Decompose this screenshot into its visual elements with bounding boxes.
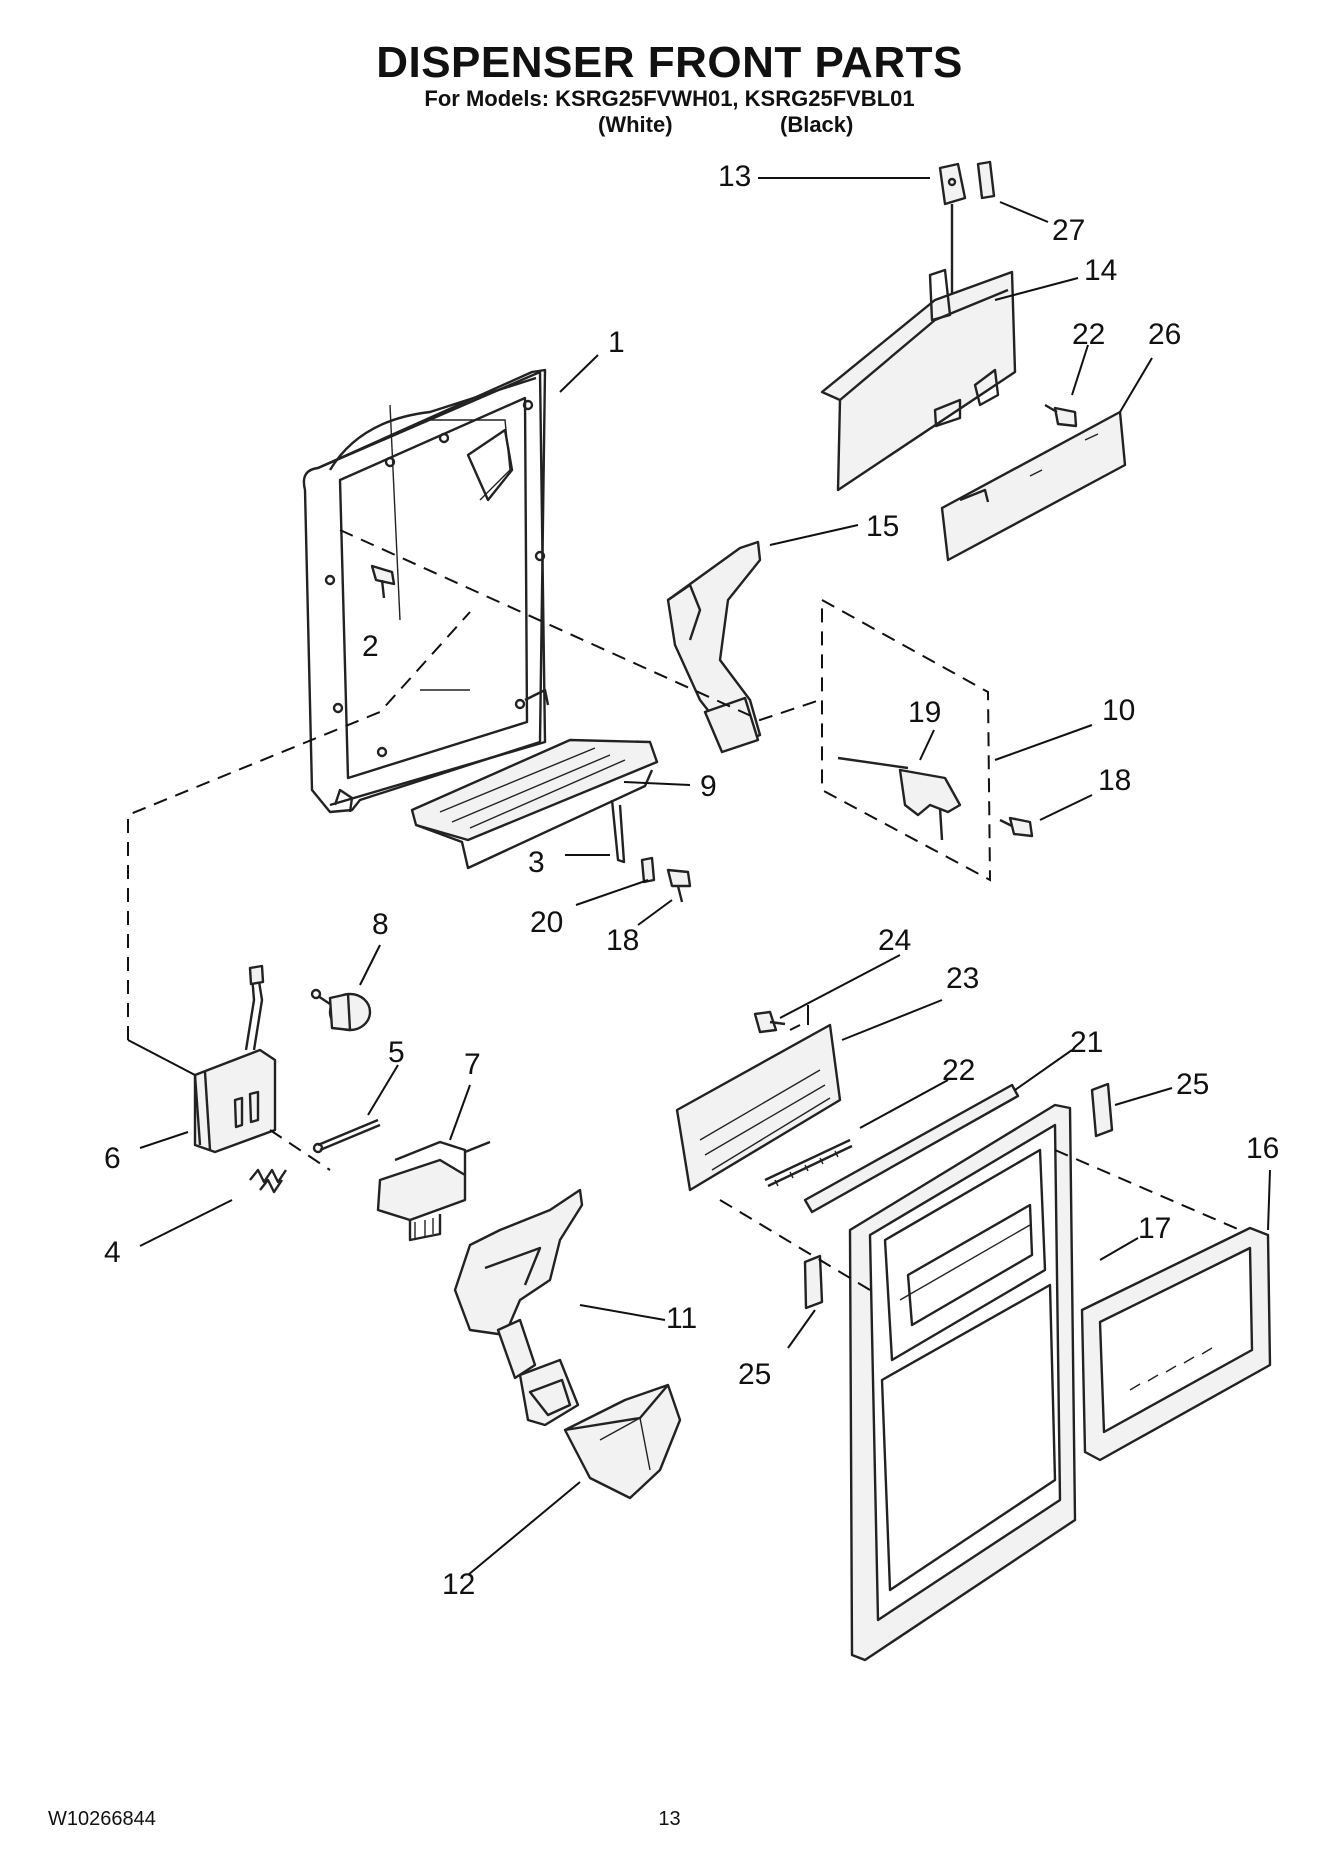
- callout-26: 26: [1148, 318, 1181, 351]
- part-7-actuator: [376, 1140, 491, 1242]
- part-27-insulator: [976, 160, 996, 200]
- part-16-control-cover: [1080, 1226, 1272, 1462]
- callout-labels: 1 2 3 4 5 6 7 8 9 10 11 12 13 14 15 16 1…: [104, 160, 1279, 1601]
- part-18-screw-lower: [666, 868, 692, 903]
- callout-22-lower: 22: [942, 1054, 975, 1087]
- callout-14: 14: [1084, 254, 1117, 287]
- leader-lines: [139, 177, 1271, 1576]
- callout-2: 2: [362, 630, 379, 663]
- variant-white-label: (White): [598, 112, 673, 137]
- part-10-switch-assembly: [821, 598, 992, 882]
- part-22-led-strip: [764, 1138, 853, 1188]
- document-number: W10266844: [48, 1808, 156, 1830]
- callout-22-upper: 22: [1072, 318, 1105, 351]
- part-23-circuit-board: [675, 1023, 842, 1192]
- callout-6: 6: [104, 1142, 121, 1175]
- callout-21: 21: [1070, 1026, 1103, 1059]
- part-2-screw: [370, 564, 396, 599]
- part-14-bracket: [820, 268, 1017, 492]
- callout-18-lower: 18: [606, 924, 639, 957]
- callout-23: 23: [946, 962, 979, 995]
- part-12-chute: [563, 1383, 682, 1500]
- callout-11: 11: [666, 1302, 697, 1335]
- part-25-cap-upper: [1090, 1082, 1114, 1138]
- part-8-motor: [310, 988, 372, 1032]
- callout-25-lower: 25: [738, 1358, 771, 1391]
- page-title: DISPENSER FRONT PARTS: [376, 38, 963, 87]
- model-list: For Models: KSRG25FVWH01, KSRG25FVBL01: [424, 86, 915, 111]
- callout-25-upper: 25: [1176, 1068, 1209, 1101]
- part-24-screw: [753, 1010, 786, 1034]
- page-number: 13: [658, 1808, 681, 1830]
- part-4-spring: [249, 1168, 287, 1194]
- part-15-water-lever: [666, 540, 762, 754]
- callout-5: 5: [388, 1036, 405, 1069]
- callout-15: 15: [866, 510, 899, 543]
- callout-9: 9: [700, 770, 717, 803]
- part-6-module: [193, 964, 277, 1154]
- part-26-cover-strip: [940, 410, 1127, 562]
- part-18-screw-upper: [999, 816, 1034, 838]
- part-25-cap-lower: [803, 1254, 824, 1310]
- part-22-screw-upper: [1044, 403, 1078, 428]
- part-21-rail: [803, 1083, 1020, 1214]
- part-20-insulator: [640, 856, 656, 884]
- callout-20: 20: [530, 906, 563, 939]
- callout-13: 13: [718, 160, 751, 193]
- callout-10: 10: [1102, 694, 1135, 727]
- part-11-ice-lever: [453, 1188, 584, 1427]
- callout-4: 4: [104, 1236, 121, 1269]
- callout-8: 8: [372, 908, 389, 941]
- callout-27: 27: [1052, 214, 1085, 247]
- part-17-front-frame: [848, 1103, 1077, 1662]
- callout-19: 19: [908, 696, 941, 729]
- assembly-lines: [127, 529, 1241, 1291]
- part-9-tray: [410, 738, 659, 870]
- part-5-rod: [312, 1118, 381, 1154]
- callout-18-upper: 18: [1098, 764, 1131, 797]
- callout-17: 17: [1138, 1212, 1171, 1245]
- callout-12: 12: [442, 1568, 475, 1601]
- variant-black-label: (Black): [780, 112, 854, 137]
- callout-3: 3: [528, 846, 545, 879]
- callout-24: 24: [878, 924, 911, 957]
- part-3-spring: [610, 799, 626, 864]
- part-1-housing: [302, 368, 550, 814]
- callout-1: 1: [608, 326, 625, 359]
- callout-16: 16: [1246, 1132, 1279, 1165]
- callout-7: 7: [464, 1048, 481, 1081]
